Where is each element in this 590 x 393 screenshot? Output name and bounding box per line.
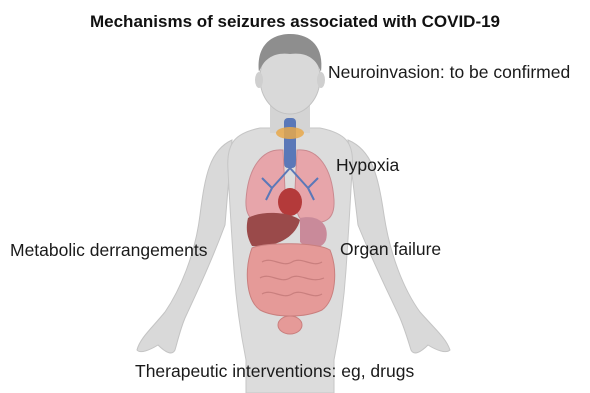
heart [278, 188, 302, 216]
thyroid [276, 127, 304, 139]
trachea [284, 118, 296, 168]
label-hypoxia: Hypoxia [336, 155, 399, 176]
label-therapeutic-interventions: Therapeutic interventions: eg, drugs [135, 361, 414, 382]
label-metabolic-derangements: Metabolic derrangements [10, 240, 207, 261]
label-organ-failure: Organ failure [340, 239, 441, 260]
left-ear [255, 72, 263, 88]
bladder [278, 316, 302, 334]
intestines [247, 244, 334, 316]
right-ear [317, 72, 325, 88]
label-neuroinvasion: Neuroinvasion: to be confirmed [328, 62, 570, 83]
